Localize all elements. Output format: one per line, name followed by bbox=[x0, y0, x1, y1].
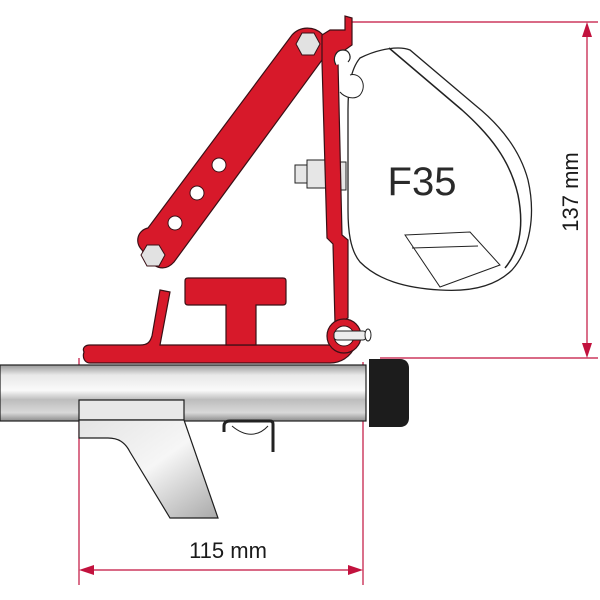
rail-clip bbox=[222, 419, 275, 452]
rail-foot bbox=[78, 399, 219, 519]
model-label: F35 bbox=[388, 160, 457, 204]
height-dimension-label: 137 mm bbox=[558, 152, 583, 231]
arrow-up-icon bbox=[582, 22, 592, 37]
rail-end-cap bbox=[369, 359, 409, 427]
arrow-right-icon bbox=[348, 565, 363, 575]
arrow-left-icon bbox=[79, 565, 94, 575]
hex-bolt-bottom-icon bbox=[140, 244, 166, 267]
adjustment-holes bbox=[167, 157, 227, 231]
width-dimension: 115 mm bbox=[78, 358, 364, 585]
arrow-down-icon bbox=[582, 343, 592, 358]
hex-bolt-top-icon bbox=[295, 32, 321, 56]
width-dimension-label: 115 mm bbox=[189, 538, 267, 563]
clamp-ring-detail bbox=[333, 325, 372, 347]
red-bracket bbox=[82, 15, 362, 364]
top-hook bbox=[333, 49, 351, 66]
roof-rail bbox=[0, 359, 409, 427]
awning-housing: F35 bbox=[339, 47, 533, 292]
height-dimension: 137 mm bbox=[352, 21, 598, 359]
hex-bolts bbox=[140, 32, 321, 267]
